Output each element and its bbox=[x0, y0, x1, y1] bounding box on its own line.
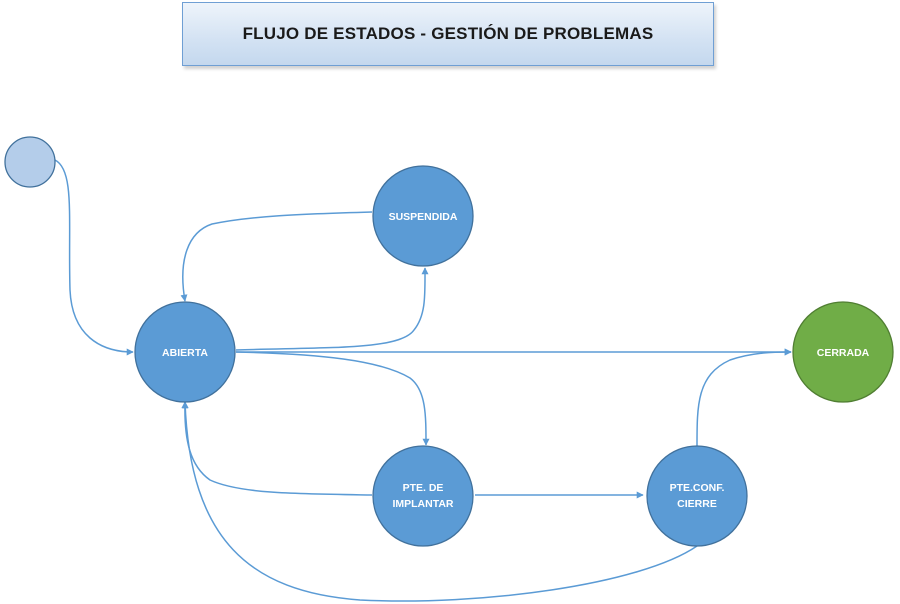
state-node-pte-implantar: PTE. DE IMPLANTAR bbox=[372, 445, 474, 547]
transition-pte-conf-cierre-to-abierta bbox=[181, 401, 698, 602]
state-node-suspendida: SUSPENDIDA bbox=[372, 165, 474, 267]
state-node-pte-conf-cierre: PTE.CONF. CIERRE bbox=[646, 445, 748, 547]
abierta-label: ABIERTA bbox=[162, 347, 208, 359]
suspendida-label: SUSPENDIDA bbox=[389, 211, 458, 223]
state-node-abierta: ABIERTA bbox=[134, 301, 236, 403]
transition-pte-conf-cierre-to-cerrada bbox=[696, 348, 792, 447]
transition-suspendida-to-abierta bbox=[180, 211, 373, 302]
transition-start-to-abierta bbox=[54, 159, 134, 356]
pte-implantar-label-line2: IMPLANTAR bbox=[392, 498, 453, 510]
pte-implantar-label-line1: PTE. DE bbox=[403, 482, 444, 494]
diagram-title: FLUJO DE ESTADOS - GESTIÓN DE PROBLEMAS bbox=[242, 24, 654, 43]
pte-conf-cierre-label-line2: CIERRE bbox=[677, 498, 717, 510]
diagram-title-box: FLUJO DE ESTADOS - GESTIÓN DE PROBLEMAS bbox=[182, 2, 714, 66]
cerrada-label: CERRADA bbox=[817, 347, 870, 359]
transition-pte-implantar-to-abierta bbox=[181, 401, 373, 496]
state-node-cerrada: CERRADA bbox=[792, 301, 894, 403]
state-node-start bbox=[4, 136, 56, 188]
transition-abierta-to-pte-implantar bbox=[235, 351, 430, 446]
pte-conf-cierre-label-line1: PTE.CONF. bbox=[670, 482, 725, 494]
transition-abierta-to-suspendida bbox=[235, 267, 429, 351]
